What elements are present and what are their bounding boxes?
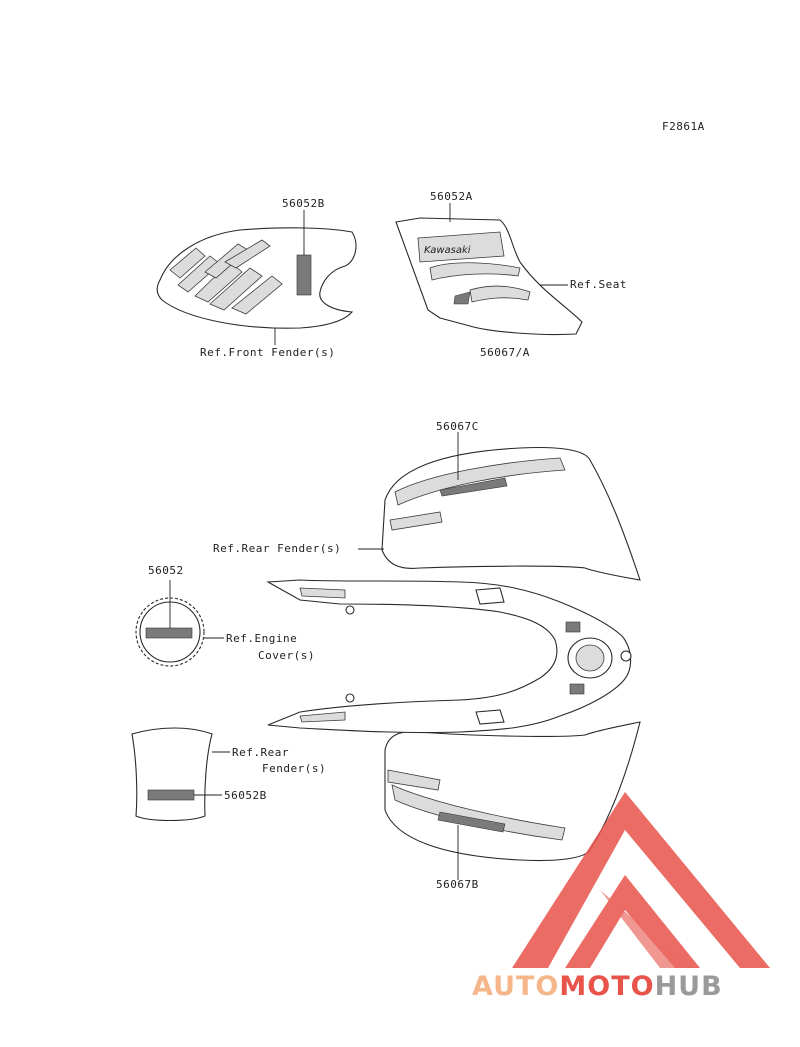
decal-56052 [145,627,193,639]
label-56052B-bottom: 56052B [224,789,267,802]
decal-brand-text: Kawasaki [424,245,471,256]
rear-panel-part [131,727,230,821]
ref-seat: Ref.Seat [570,278,627,291]
ref-front-fender: Ref.Front Fender(s) [200,346,335,359]
ref-rear-fender-1: Ref.Rear Fender(s) [213,542,341,555]
watermark-hub: HUB [655,971,723,1002]
decal-56052B-bottom [147,789,195,801]
watermark-text: AUTOMOTOHUB [472,971,723,1002]
label-56067C: 56067C [436,420,479,433]
rear-fender-part [266,432,641,880]
label-56067A: 56067/A [480,346,530,359]
watermark-moto: MOTO [559,971,654,1002]
ref-engine-cover-line2: Cover(s) [258,649,315,662]
label-56052A: 56052A [430,190,473,203]
ref-rear-fender-2-line1: Ref.Rear [232,746,289,759]
front-fender-part [156,210,357,345]
label-56067B: 56067B [436,878,479,891]
ref-engine-cover-line1: Ref.Engine [226,632,297,645]
ref-rear-fender-2-line2: Fender(s) [262,762,326,775]
label-56052B-top: 56052B [282,197,325,210]
side-cover-part: Kawasaki [395,203,583,336]
watermark-auto: AUTO [472,971,559,1002]
figure-code: F2861A [662,120,705,133]
decal-56052B-top [296,254,312,296]
engine-cover-part [135,580,224,667]
label-56052: 56052 [148,564,184,577]
watermark-logo [512,792,770,968]
